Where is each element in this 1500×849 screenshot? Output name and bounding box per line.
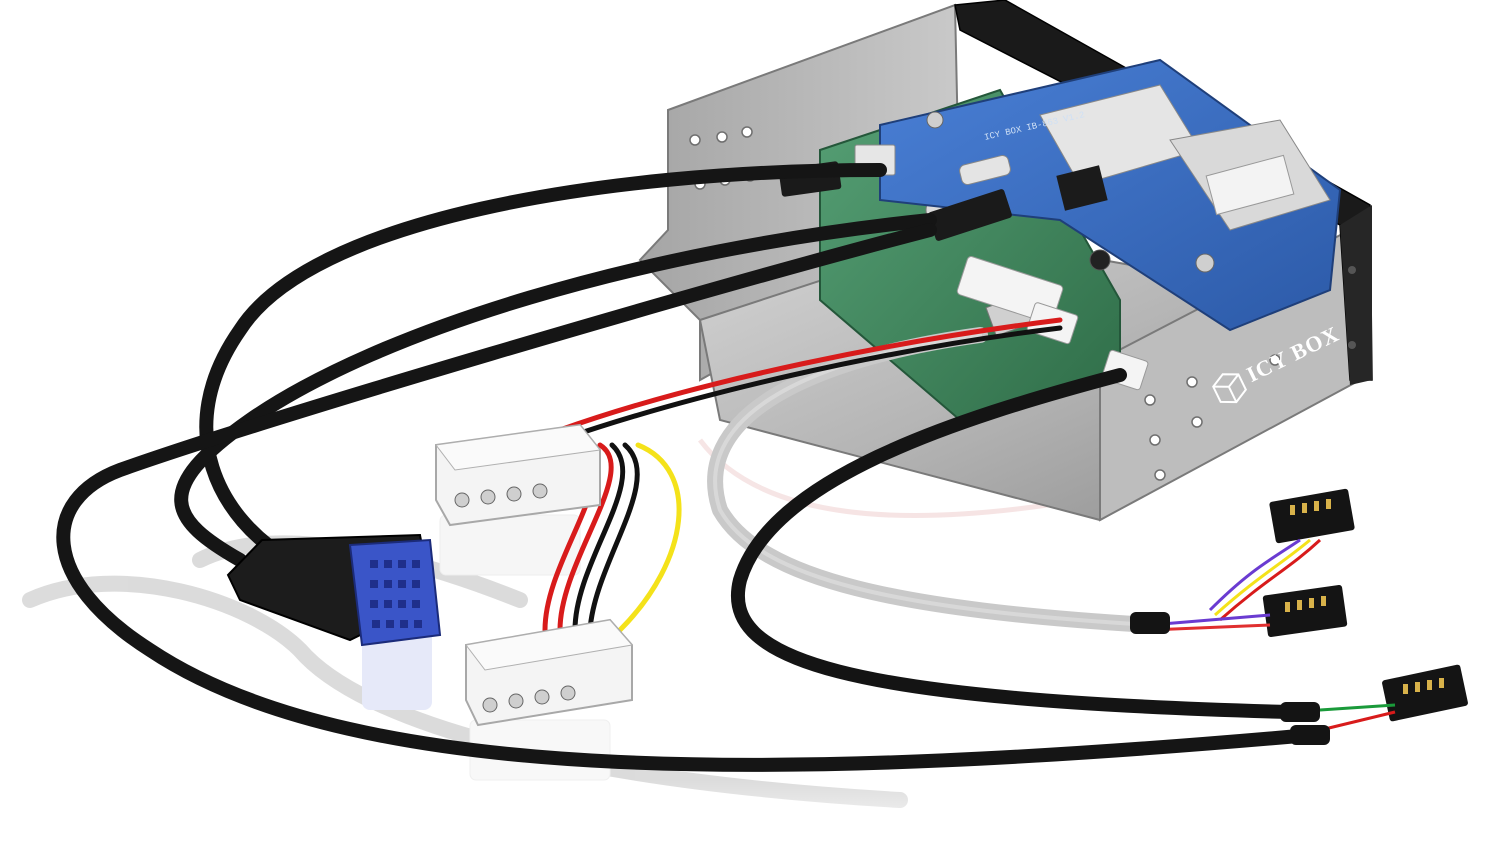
usb3-header-connector <box>226 533 442 647</box>
grey-usb-cable <box>707 327 1158 633</box>
usb2-header-lower-right <box>1280 664 1468 745</box>
cube-outline-icon <box>1212 373 1248 404</box>
long-black-cables <box>56 163 1317 772</box>
power-wires <box>542 317 1063 633</box>
mounting-holes-side <box>1144 354 1281 481</box>
usb2-header-upper-right <box>1208 488 1355 622</box>
card-reader-pcb: ICY BOX IB-863 V1.2 <box>879 58 1342 332</box>
molex-connector-lower <box>465 618 633 727</box>
usb2-header-middle-right <box>1130 585 1348 637</box>
floor-fade <box>0 780 1500 849</box>
usb2-black-cable-lower <box>730 368 1297 719</box>
molex-connector-upper <box>435 423 601 527</box>
